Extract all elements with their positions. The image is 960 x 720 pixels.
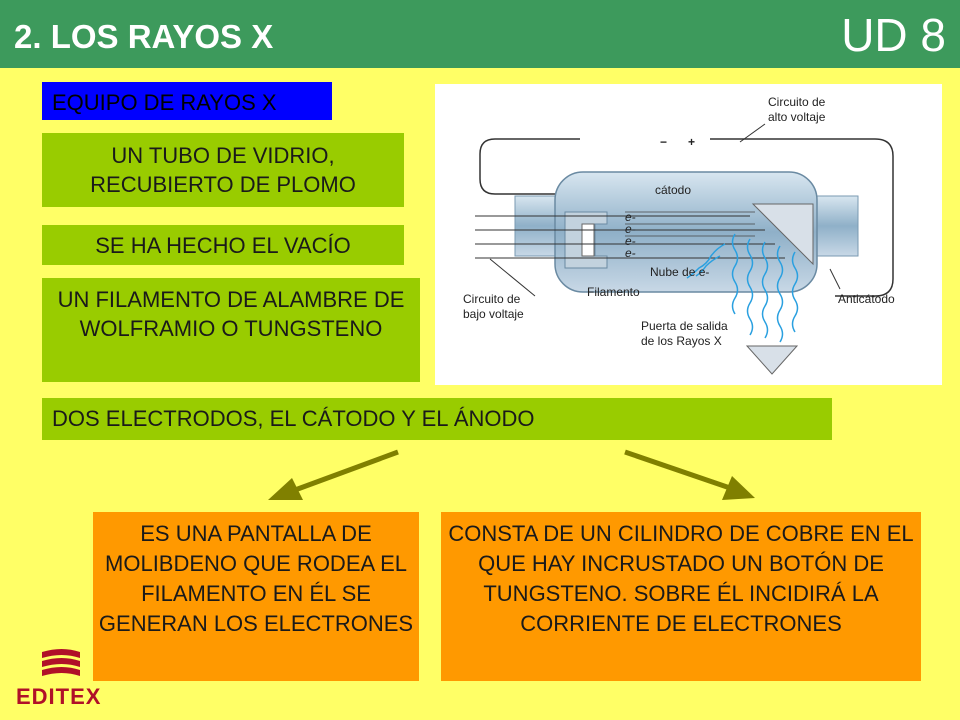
minus-sign: − — [660, 135, 667, 149]
arrow-left-head — [268, 478, 303, 500]
electron-label-2: e- — [625, 222, 636, 236]
anode-description: CONSTA DE UN CILINDRO DE COBRE EN EL QUE… — [441, 512, 921, 681]
exit-label-1: Puerta de salida — [641, 319, 728, 333]
exit-gate — [745, 345, 799, 375]
component-tube: UN TUBO DE VIDRIO, RECUBIERTO DE PLOMO — [42, 133, 404, 207]
arrow-right-head — [722, 476, 755, 500]
low-voltage-label-2: bajo voltaje — [463, 307, 524, 321]
electron-label-1: e- — [625, 210, 636, 224]
page-title: 2. LOS RAYOS X — [14, 18, 274, 55]
anticathode-label: Anticátodo — [838, 292, 895, 306]
cathode-label: cátodo — [655, 183, 691, 197]
editex-logo-text: EDITEX — [16, 684, 102, 709]
cathode-description: ES UNA PANTALLA DE MOLIBDENO QUE RODEA E… — [93, 512, 419, 681]
exit-label-2: de los Rayos X — [641, 334, 722, 348]
component-electrodes: DOS ELECTRODOS, EL CÁTODO Y EL ÁNODO — [42, 398, 832, 440]
equipo-label: EQUIPO DE RAYOS X — [42, 82, 332, 120]
editex-logo-icon — [42, 649, 80, 676]
high-voltage-label-1: Circuito de — [768, 95, 826, 109]
component-vacuum: SE HA HECHO EL VACÍO — [42, 225, 404, 265]
component-filament: UN FILAMENTO DE ALAMBRE DE WOLFRAMIO O T… — [42, 278, 420, 382]
plus-sign: + — [688, 135, 695, 149]
high-voltage-label-2: alto voltaje — [768, 110, 826, 124]
low-voltage-label-1: Circuito de — [463, 292, 521, 306]
xray-tube-diagram: − + Circuito de alto voltaje cátodo e- e… — [435, 84, 942, 385]
header-bar: 2. LOS RAYOS X UD 8 — [0, 0, 960, 68]
electron-cloud-label: Nube de e- — [650, 265, 709, 279]
electron-label-4: e- — [625, 246, 636, 260]
electron-label-3: e- — [625, 234, 636, 248]
filament-coil — [581, 223, 595, 257]
unit-label: UD 8 — [841, 9, 946, 61]
filament-label: Filamento — [587, 285, 640, 299]
